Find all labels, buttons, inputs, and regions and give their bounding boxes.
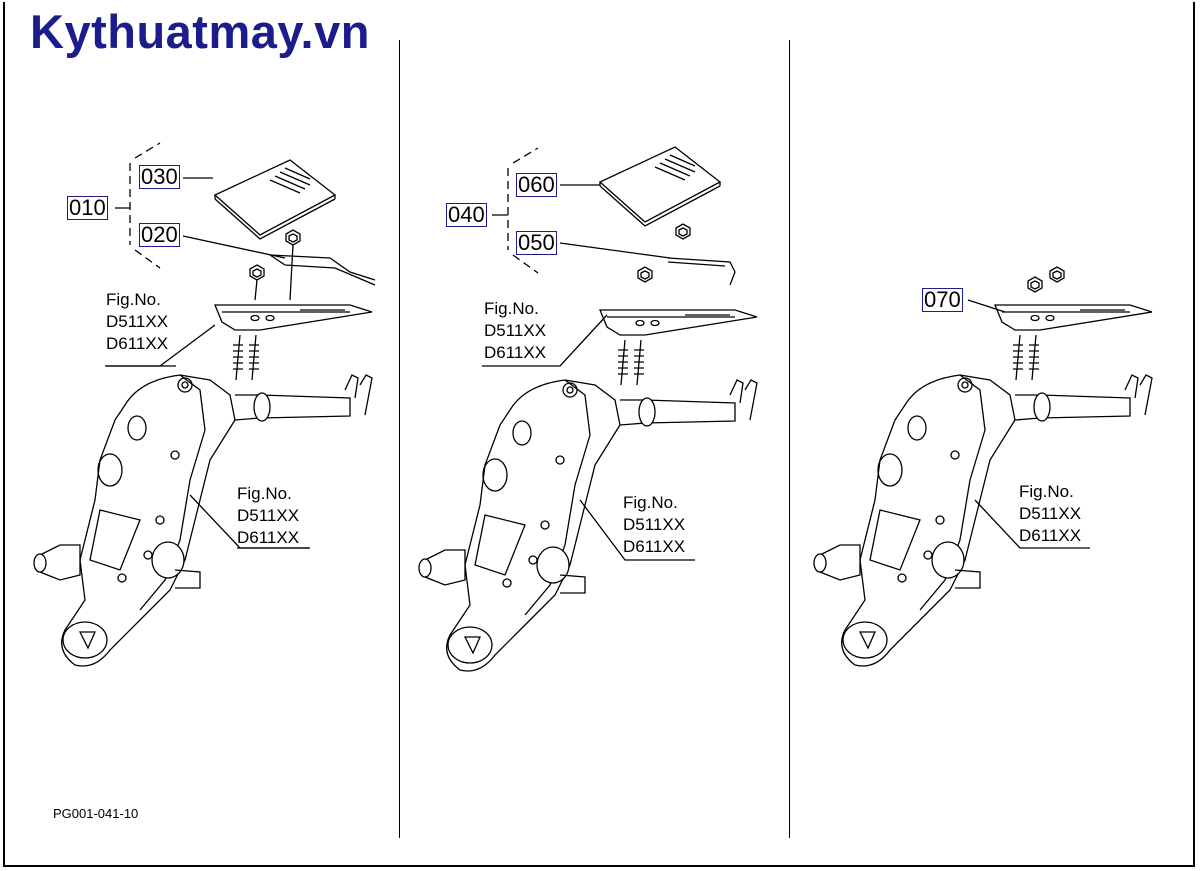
panel-divider — [399, 40, 400, 838]
manual-book-drawing — [214, 159, 336, 240]
fig-line: D511XX — [106, 312, 169, 331]
part-label-assembly[interactable]: 010 — [67, 195, 108, 220]
housing-drawing — [33, 304, 373, 667]
fig-reference: Fig.No. D511XX D611XX — [623, 492, 685, 558]
housing-drawing — [418, 309, 758, 672]
fig-line: D611XX — [623, 537, 686, 556]
fig-line: D511XX — [484, 321, 547, 340]
drawing-code: PG001-041-10 — [53, 806, 139, 821]
fig-line: D511XX — [623, 515, 686, 534]
fig-line: D511XX — [237, 506, 300, 525]
fig-line: D611XX — [237, 528, 300, 547]
fig-line: D611XX — [106, 334, 169, 353]
part-label[interactable]: 020 — [139, 222, 180, 247]
fig-line: D511XX — [1019, 504, 1082, 523]
part-label-assembly[interactable]: 040 — [446, 202, 487, 227]
panel-divider — [789, 40, 790, 838]
fig-line: Fig.No. — [1019, 482, 1074, 501]
part-label[interactable]: 050 — [516, 230, 557, 255]
fig-line: D611XX — [484, 343, 547, 362]
fig-reference: Fig.No. D511XX D611XX — [106, 289, 168, 355]
fig-line: Fig.No. — [623, 493, 678, 512]
part-label-assembly[interactable]: 070 — [922, 287, 963, 312]
fig-line: Fig.No. — [484, 299, 539, 318]
housing-drawing — [813, 304, 1153, 667]
fig-reference: Fig.No. D511XX D611XX — [237, 483, 299, 549]
fig-reference: Fig.No. D511XX D611XX — [1019, 481, 1081, 547]
fig-line: Fig.No. — [237, 484, 292, 503]
part-label[interactable]: 030 — [139, 164, 180, 189]
watermark-title: Kythuatmay.vn — [30, 5, 370, 58]
part-label[interactable]: 060 — [516, 172, 557, 197]
drawing-frame — [3, 2, 1195, 867]
fig-line: Fig.No. — [106, 290, 161, 309]
fig-line: D611XX — [1019, 526, 1082, 545]
manual-book-drawing — [599, 146, 721, 227]
fig-reference: Fig.No. D511XX D611XX — [484, 298, 546, 364]
